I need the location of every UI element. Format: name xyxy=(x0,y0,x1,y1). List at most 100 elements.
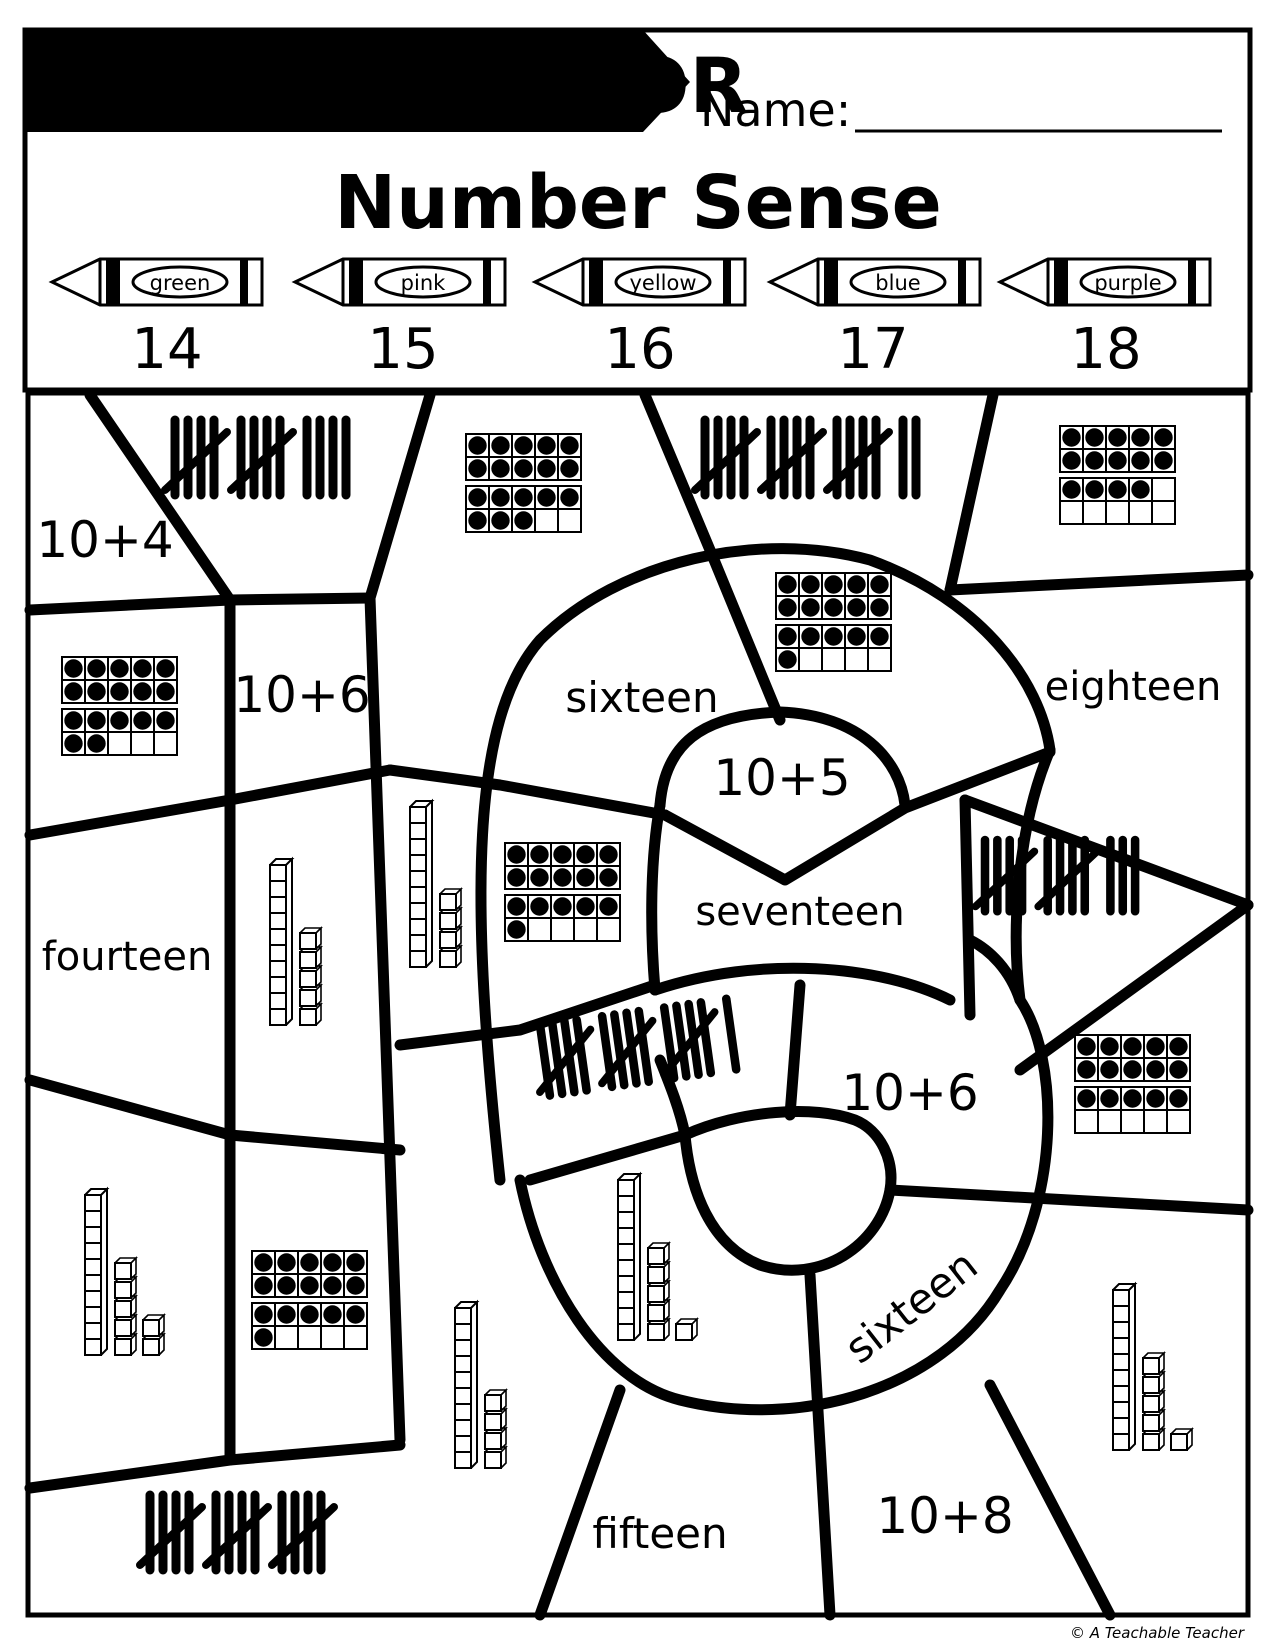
ten-rod-cube xyxy=(84,1242,102,1260)
ten-rod-cube xyxy=(617,1259,635,1277)
counter-dot xyxy=(514,488,533,507)
counter-dot xyxy=(1169,1037,1188,1056)
unit-cube xyxy=(647,1247,665,1265)
ten-rod-cube xyxy=(409,950,427,968)
region-label: fourteen xyxy=(42,934,213,980)
counter-dot xyxy=(133,682,152,701)
ten-rod-cube xyxy=(84,1306,102,1324)
tally-mark xyxy=(757,428,827,494)
counter-dot xyxy=(491,459,510,478)
counter-dot xyxy=(323,1276,342,1295)
counter-dot xyxy=(300,1253,319,1272)
ten-rod-cube xyxy=(409,806,427,824)
unit-cube xyxy=(647,1304,665,1322)
unit-cube xyxy=(439,931,457,949)
unit-cube xyxy=(299,1008,317,1026)
ten-frame-cell xyxy=(1151,477,1176,502)
counter-dot xyxy=(514,459,533,478)
counter-dot xyxy=(553,897,572,916)
counter-dot xyxy=(254,1276,273,1295)
counter-dot xyxy=(87,711,106,730)
ten-rod-cube xyxy=(84,1226,102,1244)
page-title: Number Sense xyxy=(334,160,942,246)
crayon-label: pink xyxy=(401,271,446,295)
crayon-label: purple xyxy=(1094,271,1161,295)
tally-mark xyxy=(696,998,716,1078)
counter-dot xyxy=(1108,428,1127,447)
banner-ribbon xyxy=(25,30,690,132)
crayon-pink-icon: pink xyxy=(291,257,507,307)
counter-dot xyxy=(156,682,175,701)
ten-frame-cell xyxy=(573,917,598,942)
counter-dot xyxy=(1085,451,1104,470)
counter-dot xyxy=(64,711,83,730)
frame-bottom-left xyxy=(251,1250,368,1350)
counter-dot xyxy=(254,1328,273,1347)
counter-dot xyxy=(1123,1037,1142,1056)
ten-frame-cell xyxy=(1105,500,1130,525)
unit-cube xyxy=(484,1394,502,1412)
counter-dot xyxy=(300,1305,319,1324)
unit-cube xyxy=(647,1266,665,1284)
counter-dot xyxy=(553,868,572,887)
counter-dot xyxy=(1108,480,1127,499)
key-number: 15 xyxy=(367,317,438,382)
unit-cube xyxy=(114,1319,132,1337)
tally-mark xyxy=(823,428,893,494)
ten-frame-cell xyxy=(1059,500,1084,525)
unit-cube xyxy=(484,1413,502,1431)
blocks-left-mid xyxy=(269,856,323,1026)
ten-frame-cell xyxy=(107,731,132,756)
counter-dot xyxy=(1062,480,1081,499)
counter-dot xyxy=(254,1305,273,1324)
counter-dot xyxy=(507,920,526,939)
counter-dot xyxy=(133,711,152,730)
counter-dot xyxy=(1077,1037,1096,1056)
ten-rod-cube xyxy=(454,1355,472,1373)
counter-dot xyxy=(87,682,106,701)
counter-dot xyxy=(599,845,618,864)
ten-rod-cube xyxy=(454,1419,472,1437)
ten-frame-cell xyxy=(1151,500,1176,525)
counter-dot xyxy=(110,711,129,730)
region-label: fifteen xyxy=(592,1509,727,1558)
tally-mark xyxy=(547,1019,567,1099)
crayon-green-icon: green xyxy=(48,257,264,307)
counter-dot xyxy=(847,627,866,646)
crayon-label: yellow xyxy=(629,271,696,295)
unit-cube xyxy=(1170,1433,1188,1451)
blocks-bottom-mid xyxy=(454,1299,508,1469)
unit-cube xyxy=(439,950,457,968)
unit-cube xyxy=(1142,1357,1160,1375)
counter-dot xyxy=(1131,428,1150,447)
counter-dot xyxy=(801,627,820,646)
ten-rod-cube xyxy=(1112,1385,1130,1403)
counter-dot xyxy=(870,575,889,594)
ten-frame-cell xyxy=(527,917,552,942)
ten-rod-cube xyxy=(617,1179,635,1197)
ten-frame-cell xyxy=(153,731,178,756)
ten-rod-cube xyxy=(454,1371,472,1389)
counter-dot xyxy=(491,436,510,455)
key-number: 16 xyxy=(604,317,675,382)
ten-rod-cube xyxy=(617,1291,635,1309)
ten-rod-cube xyxy=(409,918,427,936)
counter-dot xyxy=(1100,1037,1119,1056)
ten-rod-cube xyxy=(617,1243,635,1261)
key-number: 14 xyxy=(131,317,202,382)
counter-dot xyxy=(530,845,549,864)
counter-dot xyxy=(491,511,510,530)
frame-left xyxy=(61,656,178,756)
ten-frame-cell xyxy=(867,647,892,672)
count-models xyxy=(61,415,1194,1575)
blocks-bottom-left xyxy=(84,1186,166,1356)
ten-rod-cube xyxy=(454,1435,472,1453)
tally-mark xyxy=(227,428,297,494)
counter-dot xyxy=(824,575,843,594)
counter-dot xyxy=(514,436,533,455)
tally-mark xyxy=(202,1503,272,1569)
region-labels: 10+4 10+6 sixteen eighteen 10+5 seventee… xyxy=(36,511,1221,1558)
crayon-label: green xyxy=(150,271,211,295)
counter-dot xyxy=(491,488,510,507)
